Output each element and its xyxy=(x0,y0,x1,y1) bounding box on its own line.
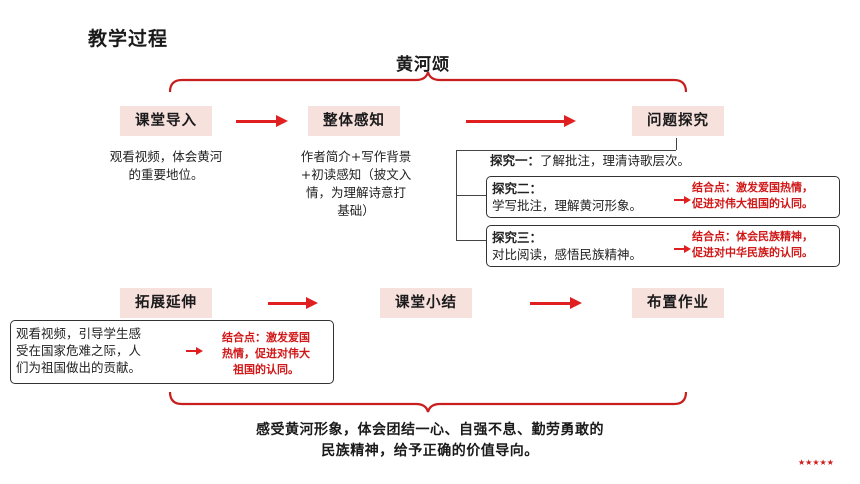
exploration-three-title: 探究三： xyxy=(492,230,543,245)
extension-arrow-line xyxy=(186,350,196,352)
exploration-two: 探究二： 学写批注，理解黄河形象。 xyxy=(492,180,642,214)
exploration-two-box xyxy=(486,176,840,218)
exploration-three-text: 对比阅读，感悟民族精神。 xyxy=(492,247,643,262)
exploration-two-arrow-line xyxy=(674,199,684,201)
stage-intro[interactable]: 课堂导入 xyxy=(120,106,212,136)
flow-arrow-3-line xyxy=(268,302,306,305)
link-line: 结合点：体会民族精神， xyxy=(692,230,813,243)
stage-inquiry[interactable]: 问题探究 xyxy=(632,106,724,136)
stage-homework[interactable]: 布置作业 xyxy=(632,288,724,318)
intro-desc-line: 的重要地位。 xyxy=(128,167,204,182)
flow-arrow-2-line xyxy=(466,120,564,123)
exploration-three-box xyxy=(486,225,840,267)
flow-arrow-4-head xyxy=(570,297,582,309)
exploration-three: 探究三： 对比阅读，感悟民族精神。 xyxy=(492,229,642,263)
extension-desc-line: 观看视频，引导学生感 xyxy=(16,326,142,341)
bottom-brace xyxy=(168,391,688,413)
page-heading: 教学过程 xyxy=(88,28,169,50)
perception-desc-line: 作者简介+写作背景 xyxy=(300,149,412,164)
inquiry-connector-top xyxy=(456,150,676,151)
stage-extension[interactable]: 拓展延伸 xyxy=(120,288,212,318)
exploration-two-text: 学写批注，理解黄河形象。 xyxy=(492,198,643,213)
summary-line: 感受黄河形象，体会团结一心、自强不息、勤劳勇敢的 xyxy=(256,422,604,438)
flow-arrow-1-line xyxy=(236,120,276,123)
stage-perception[interactable]: 整体感知 xyxy=(308,106,400,136)
perception-desc-line: 基础） xyxy=(337,203,375,218)
inquiry-connector-up xyxy=(676,138,677,150)
exploration-two-title: 探究二： xyxy=(492,181,543,196)
lesson-topic: 黄河颂 xyxy=(396,55,450,75)
extension-desc-line: 受在国家危难之际，人 xyxy=(16,343,142,358)
intro-description: 观看视频，体会黄河 的重要地位。 xyxy=(86,148,246,184)
summary-line: 民族精神，给予正确的价值导向。 xyxy=(321,443,539,459)
link-line: 结合点：激发爱国热情， xyxy=(692,181,813,194)
link-line: 促进对中华民族的认同。 xyxy=(692,246,813,259)
summary-text: 感受黄河形象，体会团结一心、自强不息、勤劳勇敢的 民族精神，给予正确的价值导向。 xyxy=(150,420,710,462)
flow-arrow-3-head xyxy=(306,297,318,309)
exploration-three-arrow-head xyxy=(684,245,691,253)
extension-desc-line: 们为祖国做出的贡献。 xyxy=(16,360,142,375)
exploration-one-title: 探究一： xyxy=(490,153,541,168)
inquiry-connector-three xyxy=(456,240,486,241)
perception-desc-line: 情，为理解诗意打 xyxy=(305,185,406,200)
exploration-two-link: 结合点：激发爱国热情， 促进对伟大祖国的认同。 xyxy=(692,180,838,212)
exploration-three-link: 结合点：体会民族精神， 促进对中华民族的认同。 xyxy=(692,229,838,261)
perception-desc-line: +初读感知（披文入 xyxy=(300,167,412,182)
link-line: 促进对伟大祖国的认同。 xyxy=(692,197,813,210)
flow-arrow-4-line xyxy=(530,302,570,305)
perception-description: 作者简介+写作背景 +初读感知（披文入 情，为理解诗意打 基础） xyxy=(276,148,436,220)
exploration-one: 探究一：了解批注，理清诗歌层次。 xyxy=(490,152,690,169)
flow-arrow-2-head xyxy=(564,115,576,127)
link-line: 结合点：激发爱国 xyxy=(222,331,310,344)
exploration-one-text: 了解批注，理清诗歌层次。 xyxy=(540,153,691,168)
inquiry-connector-two xyxy=(456,195,486,196)
extension-link: 结合点：激发爱国 热情，促进对伟大 祖国的认同。 xyxy=(205,330,327,378)
intro-desc-line: 观看视频，体会黄河 xyxy=(109,149,223,164)
top-brace xyxy=(168,71,688,93)
link-line: 祖国的认同。 xyxy=(233,363,299,376)
exploration-two-arrow-head xyxy=(684,196,691,204)
extension-arrow-head xyxy=(196,347,203,355)
stage-summary[interactable]: 课堂小结 xyxy=(380,288,472,318)
decorative-stars-icon: ★★★★★ xyxy=(798,458,834,467)
extension-description: 观看视频，引导学生感 受在国家危难之际，人 们为祖国做出的贡献。 xyxy=(16,325,186,376)
flow-arrow-1-head xyxy=(276,115,288,127)
extension-box xyxy=(10,320,334,384)
exploration-three-arrow-line xyxy=(674,248,684,250)
link-line: 热情，促进对伟大 xyxy=(222,347,310,360)
